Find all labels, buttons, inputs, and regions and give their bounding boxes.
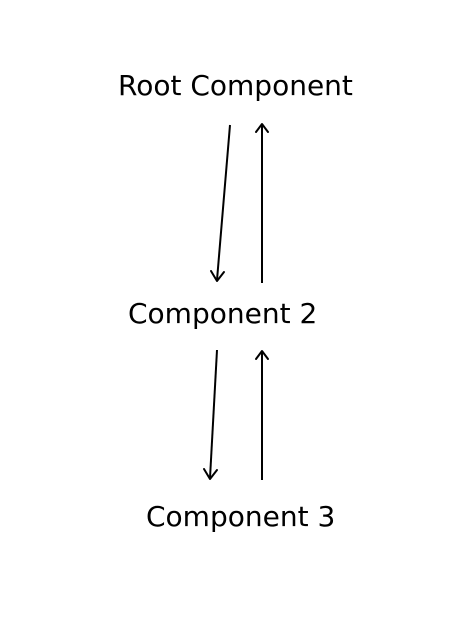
arrow-head	[210, 270, 225, 282]
root-component-label: Root Component	[118, 69, 353, 102]
arrow-component-2-to-root	[255, 123, 269, 283]
arrow-shaft	[209, 349, 218, 479]
component-3-label: Component 3	[146, 500, 336, 533]
arrow-head	[255, 123, 269, 133]
arrow-component-3-to-component-2	[255, 350, 269, 480]
arrow-head	[255, 350, 269, 360]
component-2-label: Component 2	[128, 297, 318, 330]
arrow-head	[203, 468, 218, 480]
arrow-shaft	[216, 124, 231, 281]
arrow-root-to-component-2	[210, 124, 231, 282]
arrow-component-2-to-component-3	[203, 349, 218, 480]
